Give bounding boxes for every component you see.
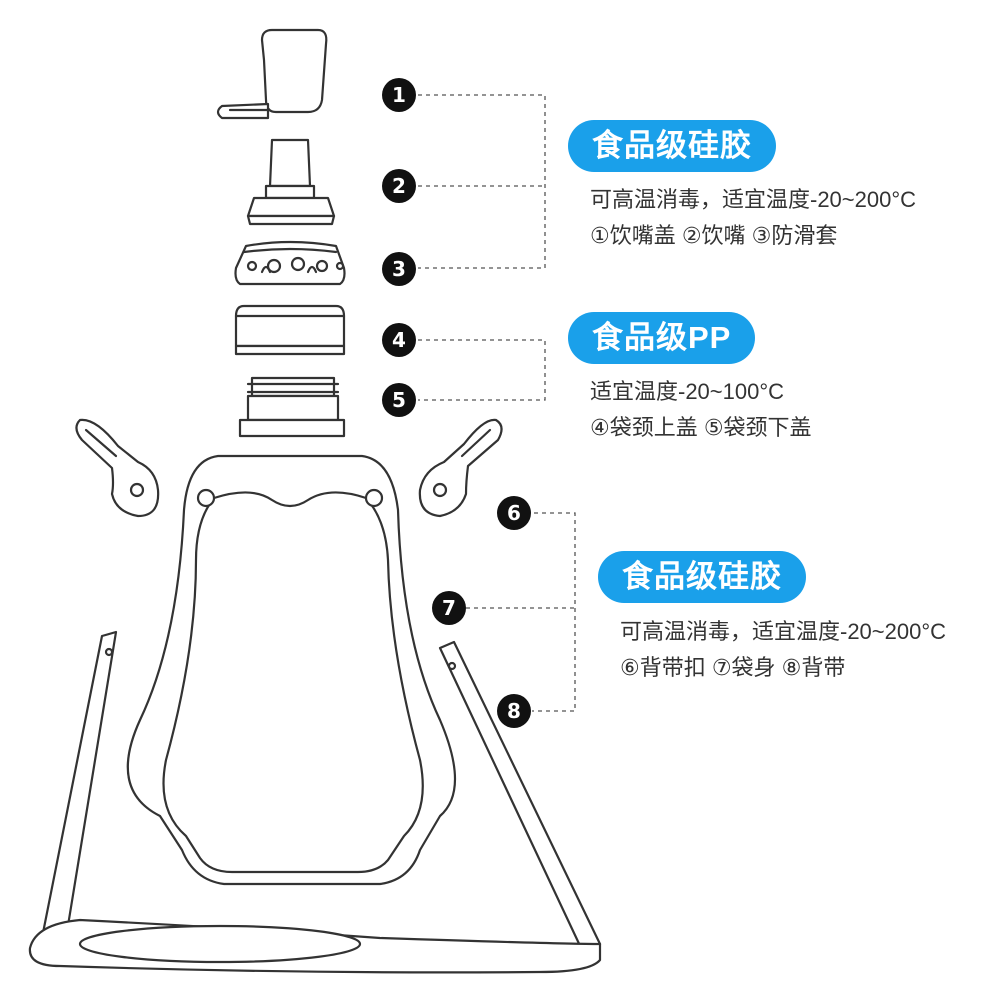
badge-number: 8	[507, 699, 521, 723]
description-line: 可高温消毒，适宜温度-20~200°C	[590, 187, 917, 212]
material-description-silicone-top: 可高温消毒，适宜温度-20~200°C ①饮嘴盖 ②饮嘴 ③防滑套	[590, 182, 916, 254]
description-line: ④袋颈上盖 ⑤袋颈下盖	[590, 415, 812, 440]
badge-number: 3	[392, 257, 406, 281]
badge-number: 2	[392, 174, 406, 198]
badge-number: 7	[442, 596, 456, 620]
material-description-silicone-bottom: 可高温消毒，适宜温度-20~200°C ⑥背带扣 ⑦袋身 ⑧背带	[620, 614, 946, 686]
neck-upper-cover-illustration	[234, 304, 346, 356]
badge-number: 6	[507, 501, 521, 525]
badge-number: 4	[392, 328, 406, 352]
callout-badge-3: 3	[382, 252, 416, 286]
strap-buckle-right-illustration	[418, 418, 503, 518]
callout-badge-4: 4	[382, 323, 416, 357]
material-label-silicone-bottom: 食品级硅胶	[598, 551, 806, 603]
callout-badge-8: 8	[497, 694, 531, 728]
description-line: ①饮嘴盖 ②饮嘴 ③防滑套	[590, 223, 838, 248]
material-label-pp: 食品级PP	[568, 312, 756, 364]
badge-number: 5	[392, 388, 406, 412]
description-line: ⑥背带扣 ⑦袋身 ⑧背带	[620, 655, 846, 680]
callout-badge-2: 2	[382, 169, 416, 203]
neck-lower-cover-illustration	[238, 376, 346, 438]
material-label-silicone-top: 食品级硅胶	[568, 120, 776, 172]
bag-body-illustration	[126, 454, 456, 886]
callout-badge-1: 1	[382, 78, 416, 112]
callout-badge-7: 7	[432, 591, 466, 625]
callout-badge-5: 5	[382, 383, 416, 417]
material-description-pp: 适宜温度-20~100°C ④袋颈上盖 ⑤袋颈下盖	[590, 374, 812, 446]
description-line: 可高温消毒，适宜温度-20~200°C	[620, 619, 947, 644]
spout-cap-illustration	[216, 28, 328, 120]
callout-badge-6: 6	[497, 496, 531, 530]
strap-buckle-left-illustration	[75, 418, 160, 518]
description-line: 适宜温度-20~100°C	[590, 379, 785, 404]
badge-number: 1	[392, 83, 406, 107]
anti-slip-sleeve-illustration	[234, 240, 346, 286]
spout-illustration	[246, 138, 336, 226]
leader-lines	[418, 94, 576, 712]
strap-illustration	[28, 630, 602, 974]
